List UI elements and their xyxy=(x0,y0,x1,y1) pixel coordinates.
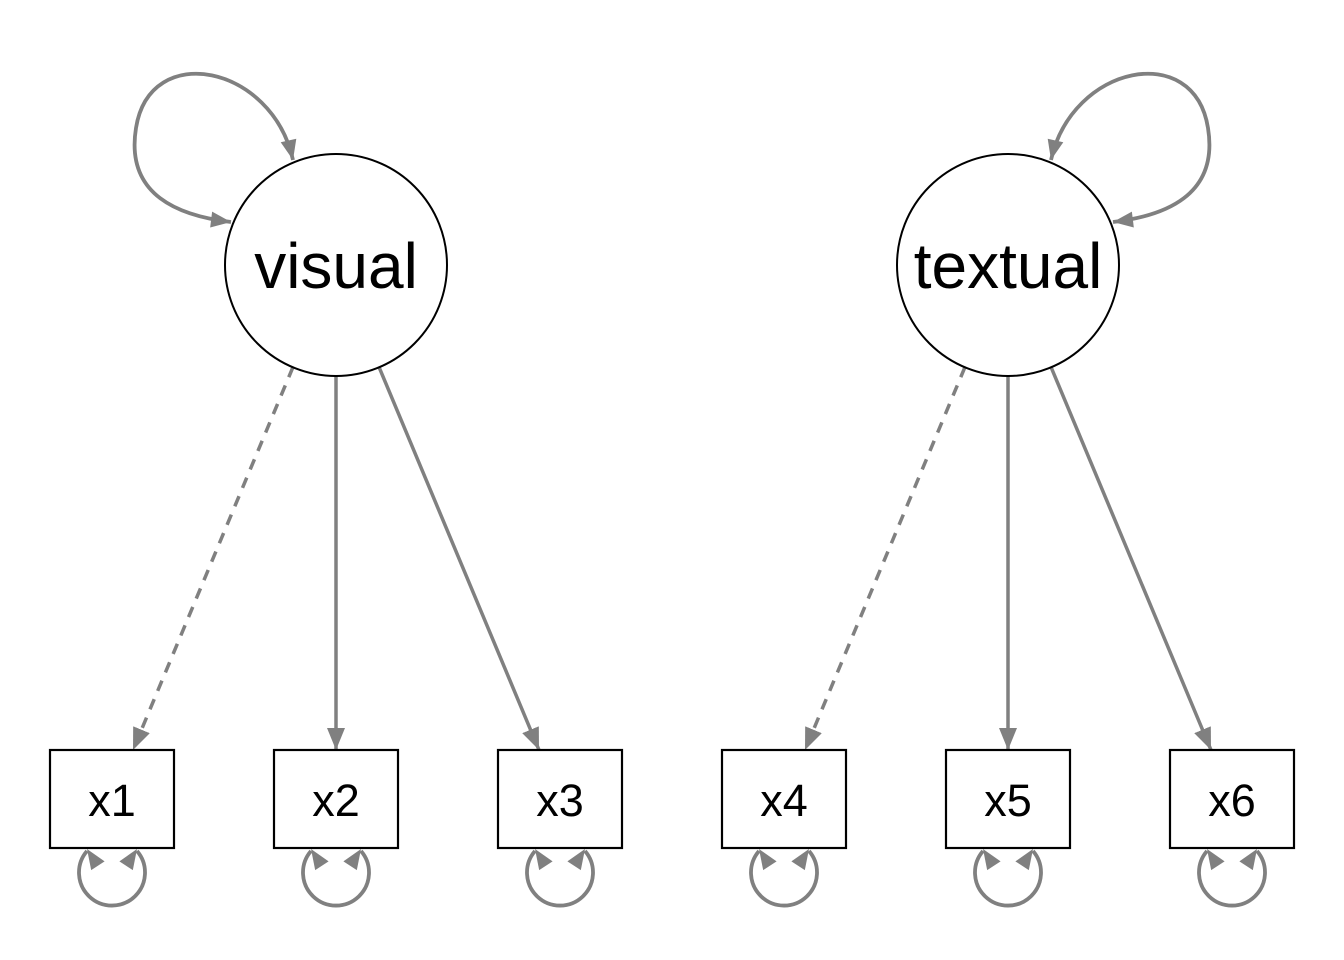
arrowhead-icon xyxy=(791,849,809,871)
arrowhead-icon xyxy=(280,138,297,160)
manifest-rect-x6 xyxy=(1168,748,1296,850)
arrowhead-icon xyxy=(311,849,329,871)
variance-loop-visual xyxy=(132,71,297,228)
manifest-node-x6: x6 xyxy=(1168,748,1296,908)
residual-loop-x1 xyxy=(77,849,147,908)
loading-edges xyxy=(131,366,1213,751)
arrowhead-icon xyxy=(983,849,1001,871)
manifest-label-x1: x1 xyxy=(88,775,136,826)
manifest-node-x4: x4 xyxy=(720,748,848,908)
arrowhead-icon xyxy=(1239,849,1257,871)
arrowhead-icon xyxy=(119,849,137,871)
arrowhead-icon xyxy=(759,849,777,871)
arrowhead-icon xyxy=(87,849,105,871)
variance-loop-textual xyxy=(1047,71,1212,228)
arrowhead-icon xyxy=(1113,211,1134,228)
latent-label-visual: visual xyxy=(254,230,418,302)
manifest-label-x3: x3 xyxy=(536,775,584,826)
manifest-rect-x2 xyxy=(272,748,400,850)
latent-label-textual: textual xyxy=(914,230,1103,302)
manifest-node-x5: x5 xyxy=(944,748,1072,908)
edge-textual-x4-dashed xyxy=(803,366,967,751)
manifest-label-x4: x4 xyxy=(760,775,808,826)
arrowhead-icon xyxy=(343,849,361,871)
arrowhead-icon xyxy=(1207,849,1225,871)
arrowhead-icon xyxy=(210,211,231,228)
latent-node-textual: textual xyxy=(896,153,1120,377)
arrowhead-icon xyxy=(567,849,585,871)
latent-node-visual: visual xyxy=(224,153,448,377)
manifest-label-x6: x6 xyxy=(1208,775,1256,826)
manifest-label-x2: x2 xyxy=(312,775,360,826)
latent-circle-textual xyxy=(896,153,1120,377)
variance-loop-textual-arc xyxy=(1049,71,1212,224)
edge-visual-x1-dashed xyxy=(131,366,295,751)
arrowhead-icon xyxy=(1015,849,1033,871)
manifest-node-x1: x1 xyxy=(48,748,176,908)
residual-loop-x5 xyxy=(973,849,1043,908)
residual-loop-x3 xyxy=(525,849,595,908)
manifest-label-x5: x5 xyxy=(984,775,1032,826)
residual-loop-x2 xyxy=(301,849,371,908)
manifest-node-x2: x2 xyxy=(272,748,400,908)
manifest-node-x3: x3 xyxy=(496,748,624,908)
arrowhead-icon xyxy=(535,849,553,871)
edge-textual-x6 xyxy=(1049,366,1213,751)
residual-loop-x4 xyxy=(749,849,819,908)
variance-loop-visual-arc xyxy=(132,71,295,224)
manifest-rect-x5 xyxy=(944,748,1072,850)
arrowhead-icon xyxy=(1047,138,1064,160)
manifest-rect-x1 xyxy=(48,748,176,850)
manifest-rect-x4 xyxy=(720,748,848,850)
edge-visual-x3 xyxy=(377,366,541,751)
residual-loop-x6 xyxy=(1197,849,1267,908)
manifest-rect-x3 xyxy=(496,748,624,850)
latent-circle-visual xyxy=(224,153,448,377)
